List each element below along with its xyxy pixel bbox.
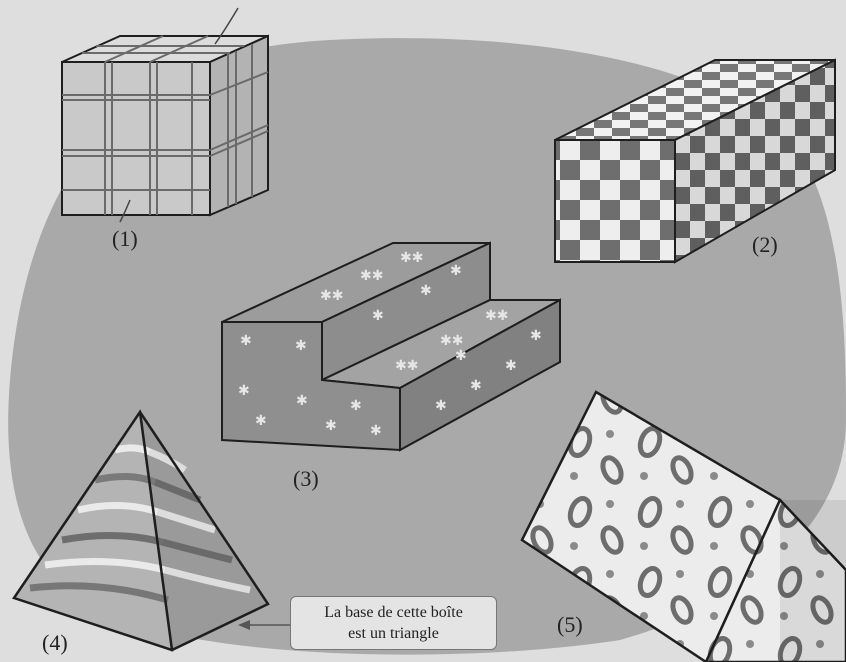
svg-text:✱: ✱	[450, 263, 462, 279]
callout-line-1: La base de cette boîte	[291, 602, 496, 623]
svg-text:✱✱: ✱✱	[320, 288, 343, 304]
svg-text:✱: ✱	[295, 338, 307, 354]
svg-text:✱: ✱	[470, 378, 482, 394]
svg-text:✱✱: ✱✱	[440, 333, 463, 349]
svg-text:✱: ✱	[530, 328, 542, 344]
svg-text:✱: ✱	[370, 423, 382, 439]
svg-text:✱✱: ✱✱	[400, 250, 423, 266]
svg-text:✱: ✱	[240, 333, 252, 349]
shape-4-label: (4)	[42, 630, 68, 656]
svg-text:✱: ✱	[505, 358, 517, 374]
svg-text:✱: ✱	[372, 308, 384, 324]
shape-5-label: (5)	[557, 612, 583, 638]
svg-text:✱: ✱	[296, 393, 308, 409]
svg-text:✱: ✱	[420, 283, 432, 299]
shape-3-label: (3)	[293, 466, 319, 492]
svg-text:✱: ✱	[350, 398, 362, 414]
svg-text:✱: ✱	[238, 383, 250, 399]
callout-line-2: est un triangle	[291, 623, 496, 644]
svg-text:✱✱: ✱✱	[395, 358, 418, 374]
svg-text:✱✱: ✱✱	[360, 268, 383, 284]
callout-box: La base de cette boîte est un triangle	[290, 596, 497, 650]
svg-text:✱✱: ✱✱	[485, 308, 508, 324]
svg-text:✱: ✱	[455, 348, 467, 364]
svg-text:✱: ✱	[255, 413, 267, 429]
shape-1-label: (1)	[112, 226, 138, 252]
svg-text:✱: ✱	[325, 418, 337, 434]
svg-text:✱: ✱	[435, 398, 447, 414]
cube-shape	[62, 8, 268, 222]
shape-2-label: (2)	[752, 232, 778, 258]
